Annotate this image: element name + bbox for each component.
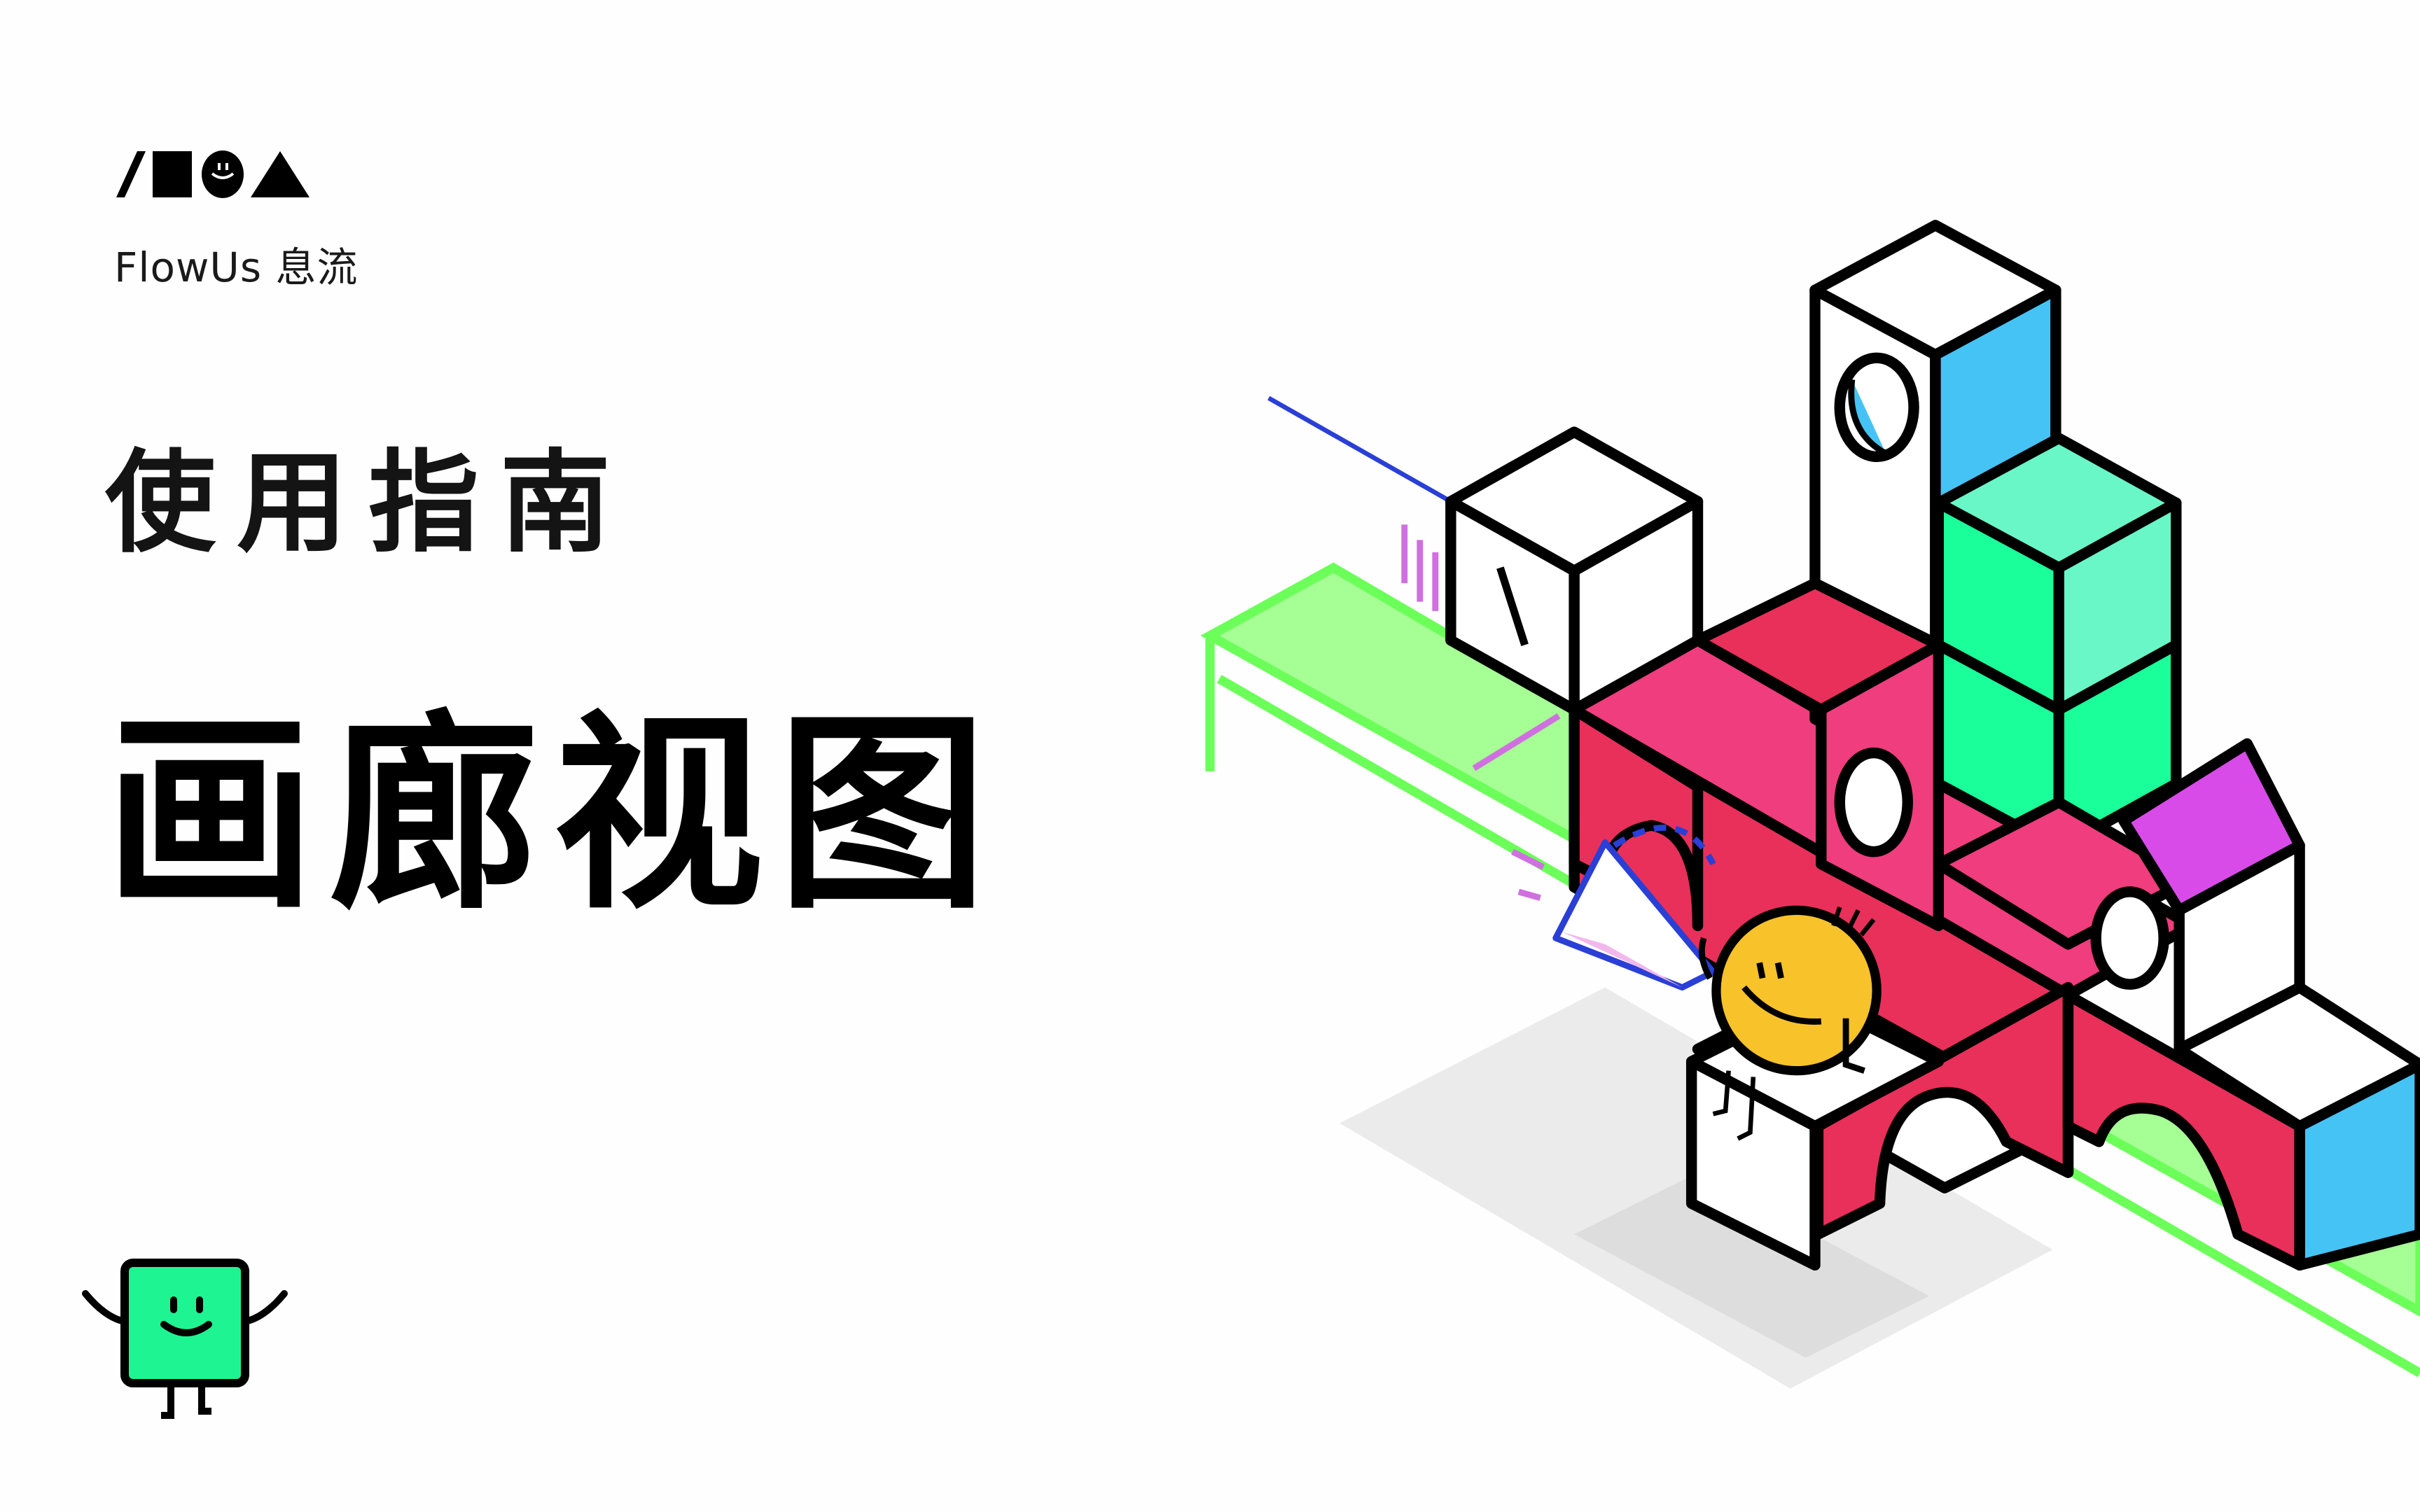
cover-subtitle: 使用指南 (105, 439, 632, 568)
flowus-logo (116, 150, 310, 198)
cover-title: 画廊视图 (105, 693, 1001, 937)
green-square-mascot-icon (82, 1259, 288, 1419)
square-icon (153, 151, 192, 197)
brand-name: FlowUs 息流 (114, 244, 359, 291)
triangle-icon (251, 151, 310, 197)
slash-icon (116, 151, 146, 197)
smiley-circle-icon (202, 150, 244, 198)
